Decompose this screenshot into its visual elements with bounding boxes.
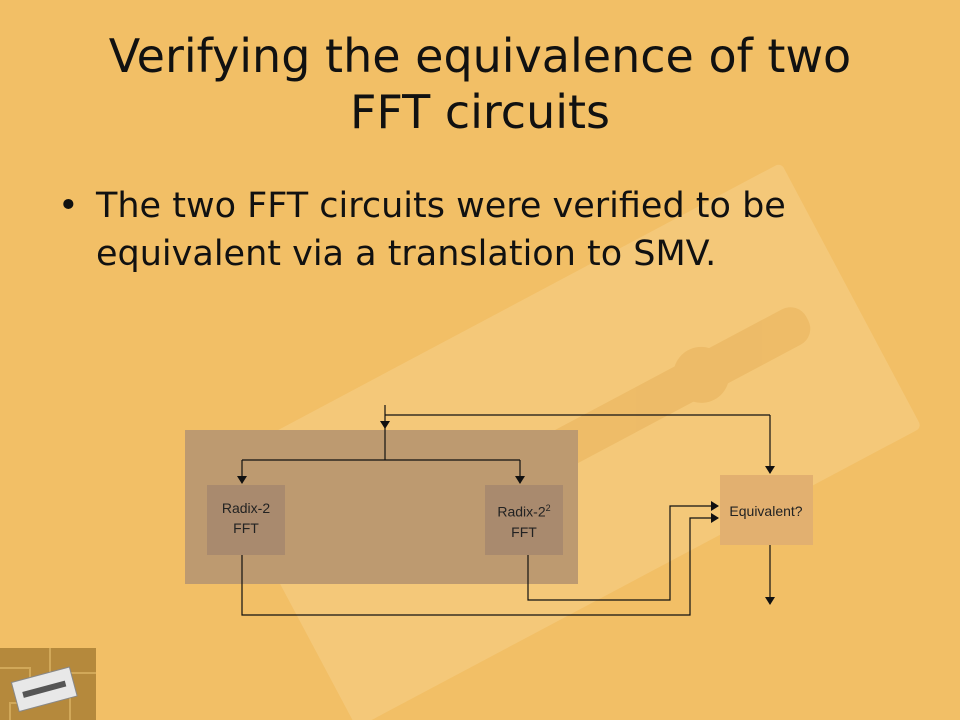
razor-logo-icon: [0, 648, 96, 720]
slide-title: Verifying the equivalence of two FFT cir…: [0, 28, 960, 140]
radix22-label-line-1: Radix-22: [485, 498, 563, 522]
radix22-label-line-2: FFT: [511, 523, 537, 540]
radix22-fft-label: Radix-22 FFT: [485, 498, 563, 542]
bullet-text-line-2: equivalent via a translation to SMV.: [96, 234, 717, 274]
radix22-label-base: Radix-2: [497, 503, 546, 520]
bullet-item: • The two FFT circuits were verified to …: [58, 182, 898, 278]
radix22-label-sup: 2: [545, 503, 551, 513]
radix2-output-line: [241, 513, 719, 616]
bullet-list: • The two FFT circuits were verified to …: [58, 182, 898, 278]
title-line-1: Verifying the equivalence of two: [108, 29, 852, 83]
radix22-output-line: [527, 501, 719, 601]
title-line-2: FFT circuits: [349, 85, 611, 139]
bullet-text-line-1: The two FFT circuits were verified to be: [96, 186, 786, 226]
radix2-label-line-2: FFT: [233, 520, 259, 536]
radix2-fft-box: [207, 485, 285, 555]
radix2-label-line-1: Radix-2: [221, 500, 271, 516]
equivalent-label: Equivalent?: [729, 503, 803, 519]
radix22-fft-box: [485, 485, 563, 555]
radix2-fft-label: Radix-2 FFT: [207, 498, 285, 538]
equivalent-box: [720, 475, 813, 545]
bullet-dot-icon: •: [58, 186, 79, 226]
